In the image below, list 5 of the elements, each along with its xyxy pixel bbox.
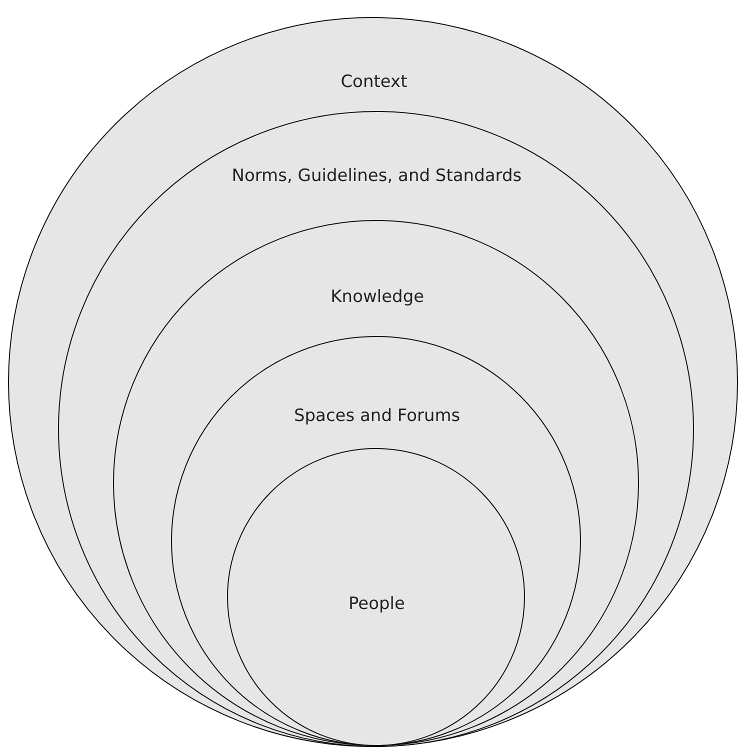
circle-label: People — [348, 592, 406, 616]
circle-label: Spaces and Forums — [292, 405, 462, 428]
circle-label: Norms, Guidelines, and Standards — [230, 164, 523, 188]
circle-label: Context — [340, 71, 408, 94]
circle-label: Knowledge — [330, 286, 426, 310]
